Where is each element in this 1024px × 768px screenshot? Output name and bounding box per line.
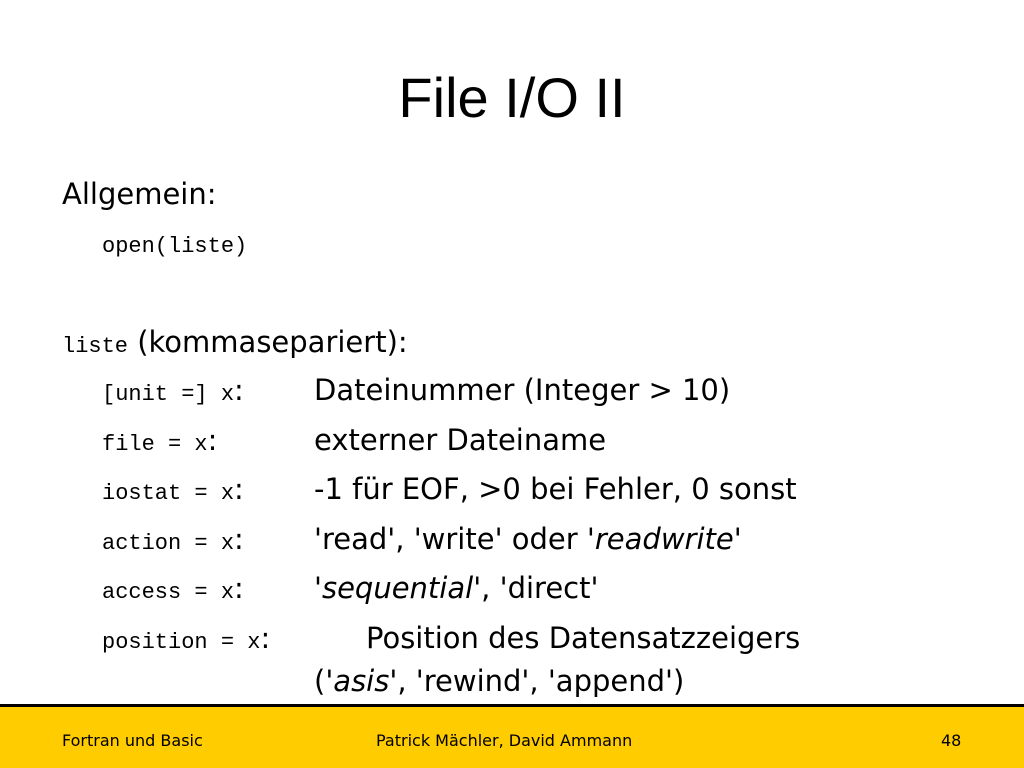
param-colon: : (207, 423, 218, 457)
param-code: file = x (102, 432, 208, 457)
footer-course: Fortran und Basic (62, 731, 203, 750)
desc-text: , 'direct' (481, 571, 599, 605)
param-file: file = x: (102, 422, 217, 463)
desc-text: 'read', 'write' oder (314, 522, 587, 556)
footer-page-number: 48 (941, 731, 962, 750)
allgemein-label: Allgemein: (62, 177, 217, 211)
param-iostat: iostat = x: (102, 471, 244, 512)
param-code: action = x (102, 531, 235, 556)
param-desc: 'sequential', 'direct' (314, 570, 598, 606)
liste-code: liste (62, 334, 129, 359)
param-colon: : (234, 522, 244, 556)
slide-footer: Fortran und Basic Patrick Mächler, David… (0, 704, 1024, 768)
desc-italic: 'readwrite' (586, 522, 742, 556)
param-desc-continuation: ('asis', 'rewind', 'append') (314, 663, 684, 699)
param-access: access = x: (102, 570, 244, 611)
param-code: [unit =] x (102, 382, 235, 407)
desc-italic: 'asis' (325, 664, 398, 698)
liste-heading: liste (kommasepariert): (62, 324, 408, 365)
param-desc: 'read', 'write' oder 'readwrite' (314, 521, 742, 557)
param-desc: -1 für EOF, >0 bei Fehler, 0 sonst (314, 472, 797, 506)
desc-text: , 'rewind', 'append') (397, 664, 685, 698)
param-code: access = x (102, 580, 235, 605)
param-colon: : (234, 571, 244, 605)
param-position: position = x: (102, 620, 270, 661)
desc-text: ( (314, 664, 326, 698)
param-desc: Dateinummer (Integer > 10) (314, 373, 731, 407)
param-colon: : (234, 472, 244, 506)
param-desc: Position des Datensatzzeigers (366, 621, 801, 655)
open-code: open(liste) (102, 234, 248, 259)
param-code: iostat = x (102, 481, 235, 506)
param-code: position = x (102, 630, 261, 655)
param-unit: [unit =] x: (102, 372, 244, 413)
param-desc: externer Dateiname (314, 423, 607, 457)
footer-authors: Patrick Mächler, David Ammann (376, 731, 633, 750)
param-colon: : (234, 373, 244, 407)
liste-desc: (kommasepariert): (128, 325, 408, 359)
slide-title: File I/O II (398, 66, 626, 129)
param-colon: : (260, 621, 271, 655)
param-action: action = x: (102, 521, 244, 562)
desc-italic: 'sequential' (314, 571, 482, 605)
